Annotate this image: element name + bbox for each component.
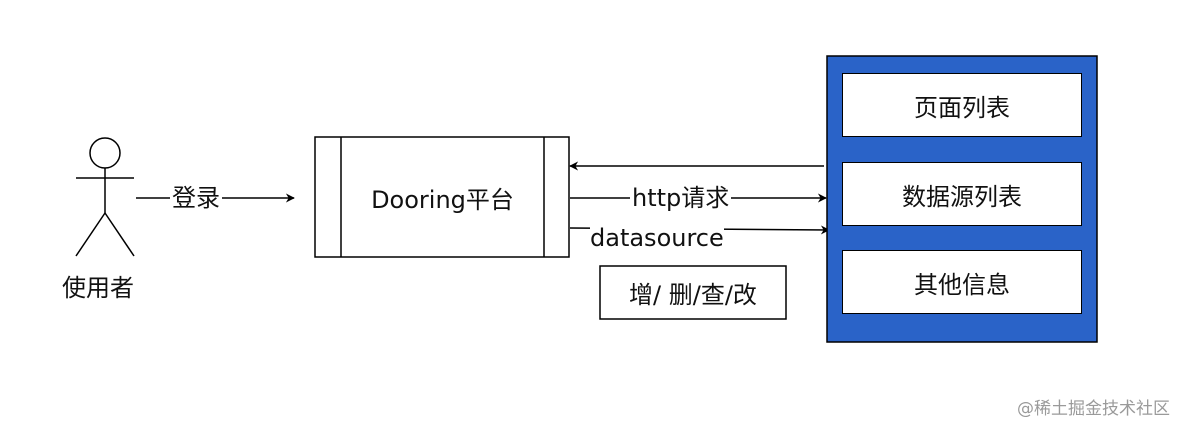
crud-box-frame: [599, 265, 787, 320]
actor-label: 使用者: [62, 274, 134, 302]
platform-label: Dooring平台: [371, 185, 514, 214]
platform-box: [314, 136, 570, 258]
watermark: @稀土掘金技术社区: [1017, 399, 1170, 419]
http-edge-label: http请求: [630, 184, 732, 212]
crud-box-label: 增/ 删/查/改: [629, 281, 757, 309]
panel-item-other-info: 其他信息: [842, 250, 1082, 314]
panel-item-pages: 页面列表: [842, 73, 1082, 137]
panel-item-datasources: 数据源列表: [842, 162, 1082, 226]
actor-figure: [75, 137, 135, 257]
login-edge-label: 登录: [170, 184, 222, 212]
datasource-edge-label: datasource: [590, 224, 724, 252]
